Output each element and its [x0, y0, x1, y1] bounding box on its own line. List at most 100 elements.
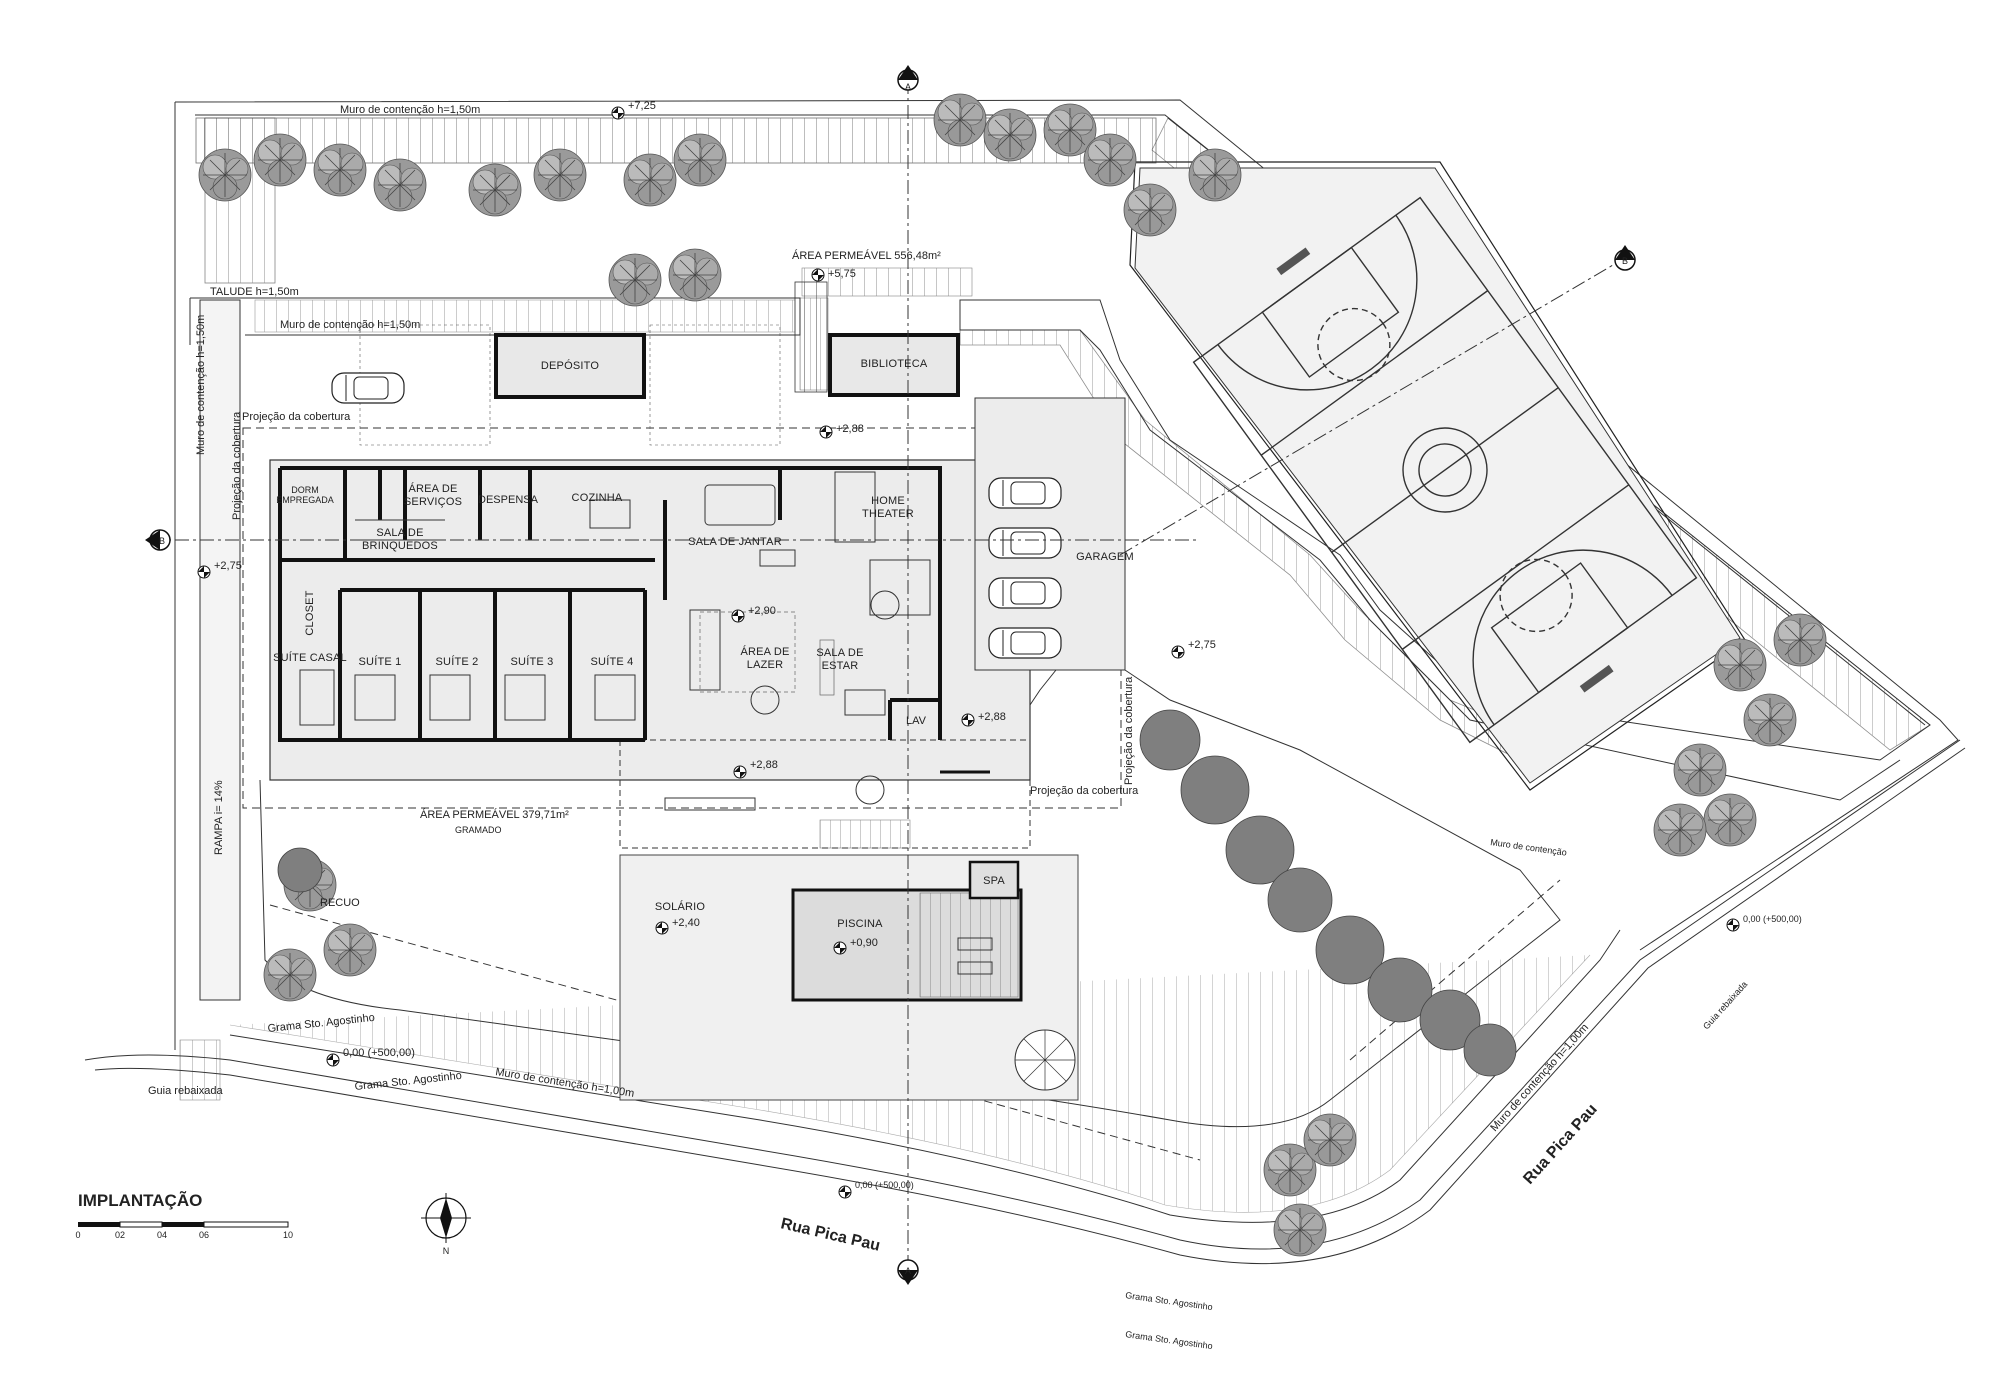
level-marks: +7,25 +5,75 +2,88 +2,75 +2,90 +2,88 +2,8…: [197, 100, 1802, 1199]
note-gramado: GRAMADO: [455, 825, 502, 835]
section-lines: [150, 80, 1631, 1270]
label-deposito: DEPÓSITO: [541, 359, 599, 372]
level-deck: +5,75: [811, 268, 856, 282]
section-markers: A A B B: [145, 65, 1636, 1285]
note-guia-right: Guia rebaixada: [1701, 979, 1749, 1031]
scale-tick-0: 0: [75, 1230, 80, 1240]
label-lav: LAV: [906, 715, 927, 727]
svg-text:+7,25: +7,25: [628, 100, 656, 112]
svg-text:+2,88: +2,88: [750, 759, 778, 771]
label-dorm-1: DORM: [291, 485, 319, 495]
note-guia-left: Guia rebaixada: [148, 1085, 223, 1097]
section-marker-b-left: B: [145, 529, 171, 551]
scale-tick-4: 10: [283, 1230, 293, 1240]
label-servicos-1: ÁREA DE: [408, 482, 457, 495]
svg-text:B: B: [1622, 256, 1628, 266]
svg-text:0,00 (+500,00): 0,00 (+500,00): [1743, 914, 1802, 924]
room-labels: DEPÓSITO BIBLIOTECA DORM EMPREGADA ÁREA …: [273, 358, 1133, 930]
scale-tick-2: 04: [157, 1230, 167, 1240]
scale-bar: 0 02 04 06 10: [75, 1221, 293, 1240]
note-projecao-bottom: Projeção da cobertura: [1030, 785, 1139, 797]
note-projecao-left: Projeção da cobertura: [231, 411, 243, 520]
note-recuo: RECUO: [320, 897, 360, 909]
note-muro-top: Muro de contenção h=1,50m: [340, 104, 480, 116]
label-brinquedos-2: BRINQUEDOS: [362, 540, 438, 552]
level-solario: +2,40: [655, 917, 700, 935]
level-garagem: +2,75: [1171, 639, 1216, 659]
street-name-1: Rua Pica Pau: [779, 1215, 882, 1254]
svg-text:+5,75: +5,75: [828, 268, 856, 280]
note-muro-mid: Muro de contenção h=1,50m: [280, 319, 420, 331]
label-servicos-2: SERVIÇOS: [404, 496, 462, 508]
label-suite-3: SUÍTE 3: [511, 655, 554, 668]
section-marker-a-bottom: A: [897, 1259, 919, 1285]
svg-text:0,00 (+500,00): 0,00 (+500,00): [855, 1180, 914, 1190]
house-walls: [278, 466, 942, 742]
house-slab: [269, 397, 1126, 849]
svg-text:+0,90: +0,90: [850, 937, 878, 949]
label-sala-jantar: SALA DE JANTAR: [688, 536, 782, 548]
label-suite-casal: SUÍTE CASAL: [273, 651, 347, 664]
drawing-title: IMPLANTAÇÃO: [78, 1190, 202, 1210]
level-piscina: +0,90: [833, 937, 878, 955]
label-spa: SPA: [983, 875, 1005, 887]
court-wall-note: Muro de contenção: [1490, 837, 1568, 858]
level-left: +2,75: [197, 560, 242, 579]
street-name-2: Rua Pica Pau: [1520, 1101, 1600, 1188]
note-area-perm-bottom: ÁREA PERMEÁVEL 379,71m²: [420, 808, 569, 821]
label-suite-4: SUÍTE 4: [591, 655, 634, 668]
scale-tick-3: 06: [199, 1230, 209, 1240]
label-piscina: PISCINA: [837, 918, 883, 930]
label-despensa: DESPENSA: [478, 494, 539, 506]
level-lazer: +2,90: [731, 605, 776, 623]
title-block: IMPLANTAÇÃO 0 02 04 06 10 N: [75, 1190, 471, 1256]
label-lazer-1: ÁREA DE: [740, 645, 789, 658]
section-marker-b-right: B: [1614, 245, 1636, 271]
section-marker-a-top: A: [897, 65, 919, 92]
level-top: +7,25: [611, 100, 656, 120]
note-area-perm-top: ÁREA PERMEÁVEL 556,48m²: [792, 249, 941, 262]
svg-text:+2,75: +2,75: [1188, 639, 1216, 651]
note-muro-left: Muro de contenção h=1,50m: [195, 315, 207, 455]
label-lazer-2: LAZER: [747, 659, 783, 671]
svg-text:B: B: [159, 536, 165, 546]
svg-text:0,00 (+500,00): 0,00 (+500,00): [343, 1047, 415, 1059]
label-home-1: HOME: [871, 495, 905, 507]
svg-text:+2,75: +2,75: [214, 560, 242, 572]
svg-text:A: A: [905, 1266, 911, 1276]
svg-text:+2,88: +2,88: [836, 423, 864, 435]
note-talude: TALUDE h=1,50m: [210, 286, 299, 298]
note-projecao-right: Projeção da cobertura: [1123, 676, 1135, 785]
label-dorm-2: EMPREGADA: [276, 495, 334, 505]
north-label: N: [443, 1246, 450, 1256]
label-solario: SOLÁRIO: [655, 900, 706, 913]
note-rampa: RAMPA i= 14%: [213, 780, 225, 855]
scale-tick-1: 02: [115, 1230, 125, 1240]
stairs: [799, 297, 911, 849]
label-estar-2: ESTAR: [822, 660, 859, 672]
label-biblioteca: BIBLIOTECA: [861, 358, 928, 370]
level-bottom-house: +2,88: [733, 759, 778, 779]
label-cozinha: COZINHA: [572, 492, 623, 504]
level-mid: +2,88: [819, 423, 864, 439]
note-grama-3: Grama Sto. Agostinho: [1125, 1290, 1214, 1312]
svg-text:+2,40: +2,40: [672, 917, 700, 929]
furniture: [299, 471, 990, 811]
level-street-mid: 0,00 (+500,00): [838, 1180, 914, 1199]
pool-area: [791, 860, 1076, 1091]
note-grama-2: Grama Sto. Agostinho: [354, 1070, 462, 1093]
svg-text:A: A: [905, 82, 911, 92]
label-home-2: THEATER: [862, 508, 914, 520]
level-street-right: 0,00 (+500,00): [1726, 914, 1802, 932]
note-grama-4: Grama Sto. Agostinho: [1125, 1329, 1214, 1351]
label-closet: CLOSET: [304, 590, 316, 635]
label-estar-1: SALA DE: [816, 647, 863, 659]
svg-text:+2,90: +2,90: [748, 605, 776, 617]
label-suite-2: SUÍTE 2: [436, 655, 479, 668]
label-brinquedos-1: SALA DE: [376, 527, 423, 539]
note-projecao-top: Projeção da cobertura: [242, 411, 351, 423]
level-lav: +2,88: [961, 711, 1006, 727]
trees: [198, 93, 1827, 1257]
svg-text:+2,88: +2,88: [978, 711, 1006, 723]
